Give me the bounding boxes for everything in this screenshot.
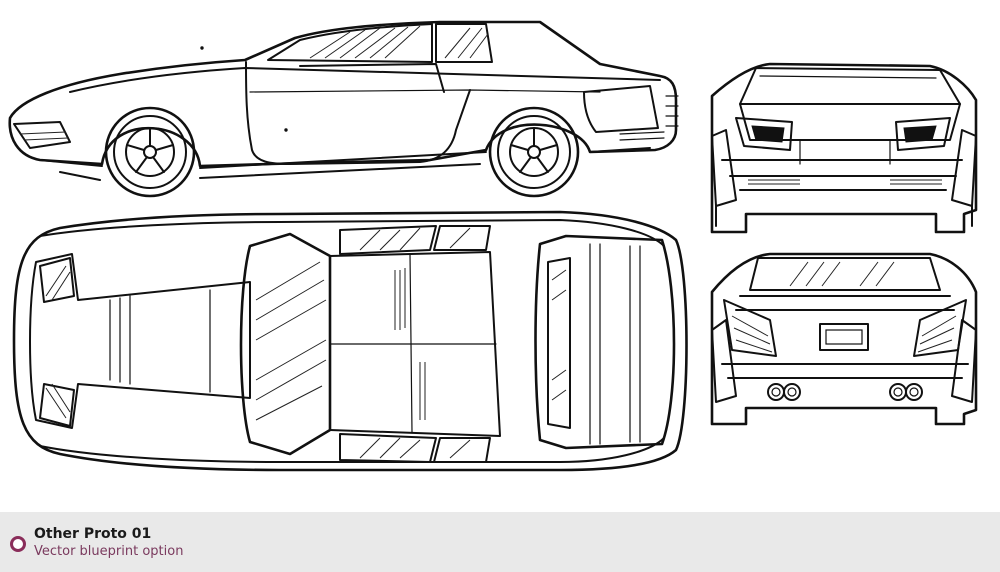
front-view [710,62,978,234]
blueprint-drawing [8,20,978,472]
caption-bar: Other Proto 01 Vector blueprint option [0,512,1000,572]
top-view [12,210,688,472]
side-view [8,20,679,198]
rear-view [710,252,978,426]
radio-ring-icon [10,536,26,552]
caption-subtitle: Vector blueprint option [34,544,184,559]
caption-title: Other Proto 01 [34,526,152,542]
